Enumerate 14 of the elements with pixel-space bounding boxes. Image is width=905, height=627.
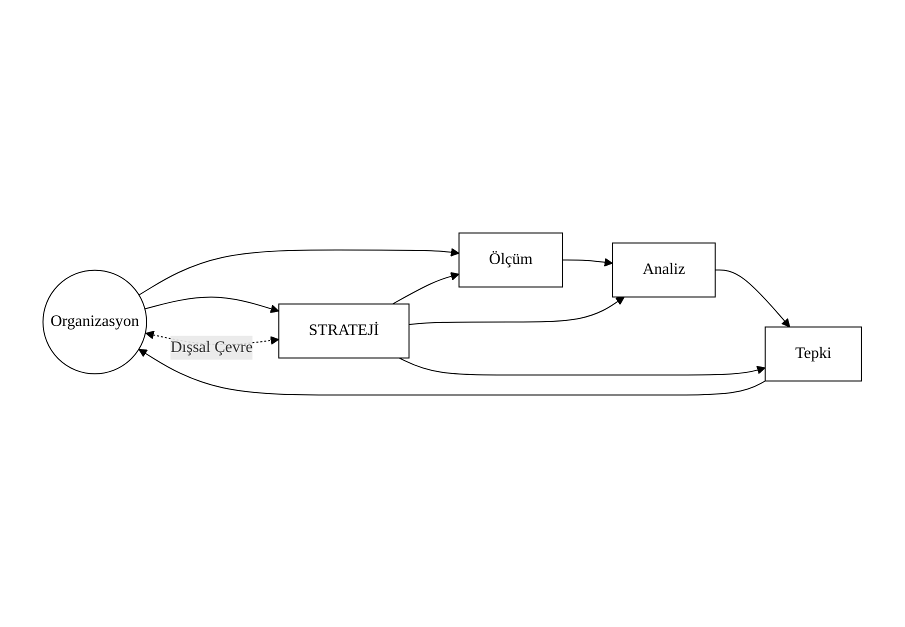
node-box: STRATEJİ	[278, 303, 410, 358]
edge-label: Dışsal Çevre	[170, 338, 253, 356]
arrow	[398, 357, 766, 375]
arrow	[562, 257, 614, 266]
node-box: Tepki	[765, 326, 862, 381]
arrow	[392, 272, 460, 304]
arrow	[715, 269, 790, 327]
arrow	[138, 247, 460, 295]
arrow	[408, 296, 625, 324]
arrow	[138, 348, 766, 395]
arrow	[144, 296, 280, 313]
node-box: Analiz	[612, 242, 716, 297]
node-box: Ölçüm	[458, 232, 564, 287]
node-circle: Organizasyon	[42, 269, 148, 374]
